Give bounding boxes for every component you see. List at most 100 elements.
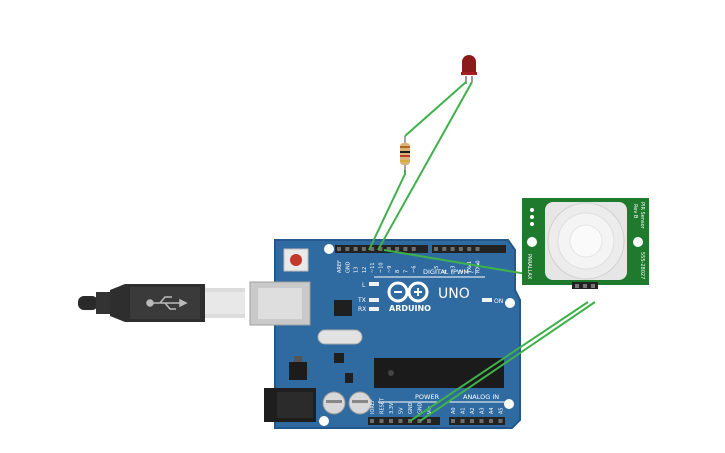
digital-pin-label: TX▸1 xyxy=(467,261,473,274)
sensor-brand: PARALLAX xyxy=(526,254,532,280)
analog-pin[interactable] xyxy=(498,419,503,423)
mounting-hole xyxy=(505,298,515,308)
usb-cable[interactable] xyxy=(78,284,245,322)
analog-pin-label: A4 xyxy=(489,407,495,414)
digital-pin-label: ~11 xyxy=(370,262,376,273)
power-pin[interactable] xyxy=(379,419,384,423)
led-rx-indicator xyxy=(369,307,379,311)
analog-pin[interactable] xyxy=(470,419,474,423)
digital-pin-label: 13 xyxy=(354,267,360,273)
digital-pin[interactable] xyxy=(442,247,447,251)
arduino-logo-icon xyxy=(387,281,429,303)
resistor[interactable] xyxy=(400,136,410,170)
mounting-hole xyxy=(319,416,329,426)
led-on-indicator xyxy=(482,298,492,302)
digital-pin[interactable] xyxy=(361,247,366,251)
power-pin[interactable] xyxy=(389,419,393,423)
digital-pin[interactable] xyxy=(345,247,350,251)
digital-pin[interactable] xyxy=(370,247,375,251)
analog-header[interactable] xyxy=(449,417,505,425)
digital-pin-label: 4 xyxy=(442,270,448,273)
digital-pin[interactable] xyxy=(403,247,408,251)
power-pin-label: 5V xyxy=(399,407,405,414)
digital-pin-label: GND xyxy=(345,261,351,273)
digital-pin[interactable] xyxy=(475,247,480,251)
power-pin[interactable] xyxy=(427,419,431,423)
digital-pin[interactable] xyxy=(458,247,463,251)
digital-label: DIGITAL (PWM~) xyxy=(423,268,477,276)
power-label: POWER xyxy=(415,393,440,401)
digital-pin-label: ~3 xyxy=(451,266,457,273)
digital-pin[interactable] xyxy=(395,247,400,251)
power-pin-label: GND xyxy=(408,402,414,414)
digital-pin-label: AREF xyxy=(337,260,343,273)
power-header[interactable] xyxy=(368,417,440,425)
power-pin[interactable] xyxy=(398,419,403,423)
wire-sensor-gnd xyxy=(419,301,596,422)
digital-pin-label: 2 xyxy=(459,270,465,273)
usb-chip xyxy=(334,300,352,316)
label-tx: TX xyxy=(357,297,366,304)
power-pin-label: RESET xyxy=(380,397,386,414)
digital-pin-label: ~9 xyxy=(387,266,393,273)
sensor-revision: Rev B xyxy=(632,204,638,219)
analog-pin-label: A3 xyxy=(480,407,486,414)
analog-pin[interactable] xyxy=(479,419,484,423)
mounting-hole xyxy=(324,244,334,254)
digital-pin[interactable] xyxy=(411,247,416,251)
crystal xyxy=(317,329,363,345)
brand-label: ARDUINO xyxy=(389,304,431,313)
digital-pin-label: 12 xyxy=(362,267,368,273)
power-pin[interactable] xyxy=(417,419,422,423)
power-pin-label: 3.3V xyxy=(389,402,395,414)
voltage-regulator xyxy=(289,362,307,380)
analog-pin-label: A0 xyxy=(451,407,457,414)
wire-sensor-5v xyxy=(409,301,589,422)
analog-pin-label: A5 xyxy=(499,407,505,414)
sensor-model: 555-28027 xyxy=(639,252,645,279)
analog-pin[interactable] xyxy=(489,419,493,423)
analog-pin[interactable] xyxy=(460,419,465,423)
digital-pin-label: ~5 xyxy=(434,266,440,273)
digital-pin-label: 8 xyxy=(395,270,401,273)
analog-label: ANALOG IN xyxy=(463,393,499,401)
power-pin-label: Vin xyxy=(427,406,433,414)
digital-pin[interactable] xyxy=(434,247,438,251)
small-chip xyxy=(345,373,353,383)
red-led[interactable] xyxy=(461,55,477,84)
pir-lens-dome xyxy=(545,202,627,280)
sensor-title: PIR Sensor xyxy=(639,202,645,230)
power-jack[interactable] xyxy=(264,388,316,422)
digital-pin[interactable] xyxy=(386,247,391,251)
arduino-board[interactable]: L TX RX ON ARDUINO UNO DIGITAL (PWM~) AR… xyxy=(249,239,521,429)
usb-icon xyxy=(146,296,188,310)
power-pin[interactable] xyxy=(370,419,374,423)
digital-pin-label: 7 xyxy=(403,270,409,273)
atmega-chip xyxy=(374,358,504,388)
digital-pin[interactable] xyxy=(378,247,383,251)
mounting-hole xyxy=(504,399,514,409)
power-pin-label: GND xyxy=(418,402,424,414)
label-l: L xyxy=(362,282,366,289)
wire-resistor-pin13 xyxy=(368,170,406,251)
digital-pin[interactable] xyxy=(337,247,341,251)
power-pin-label: IOREF xyxy=(370,399,376,414)
digital-pin[interactable] xyxy=(467,247,472,251)
wires[interactable] xyxy=(368,81,596,422)
small-chip xyxy=(334,353,344,363)
digital-pin-label: ~10 xyxy=(379,262,385,273)
analog-pin-label: A2 xyxy=(470,407,476,414)
digital-pin[interactable] xyxy=(450,247,455,251)
digital-pin[interactable] xyxy=(353,247,358,251)
model-label: UNO xyxy=(438,286,470,302)
label-rx: RX xyxy=(358,306,366,313)
wire-led-anode xyxy=(404,81,467,137)
wire-led-cathode-gnd xyxy=(377,81,473,251)
led-l-indicator xyxy=(369,282,379,286)
label-on: ON xyxy=(494,298,503,305)
led-tx-indicator xyxy=(369,298,379,302)
digital-pin-label: ~6 xyxy=(412,266,418,273)
pir-sensor[interactable]: PIR Sensor Rev B 555-28027 PARALLAX xyxy=(522,198,649,289)
analog-pin[interactable] xyxy=(451,419,455,423)
